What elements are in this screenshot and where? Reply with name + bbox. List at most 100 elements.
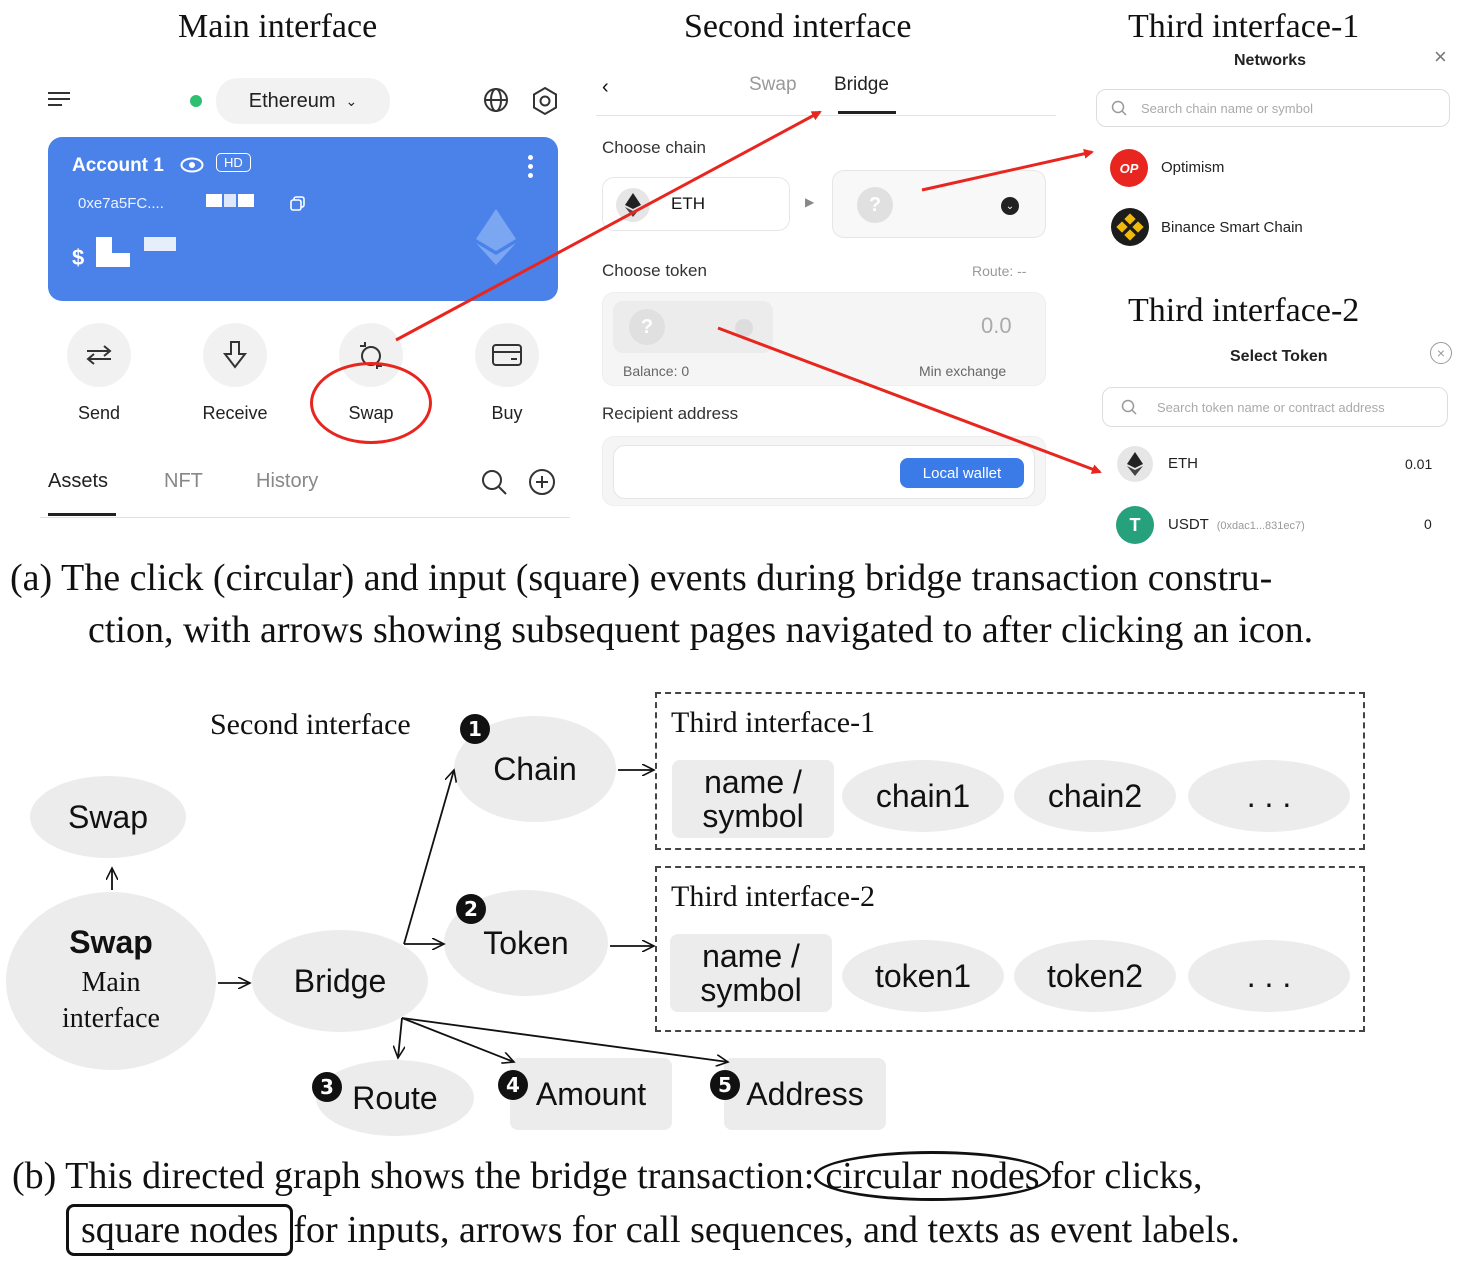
settings-icon[interactable] xyxy=(530,86,560,116)
back-icon[interactable]: ‹ xyxy=(602,76,609,98)
chevron-down-icon: ⌄ xyxy=(345,92,358,109)
account-card[interactable]: Account 1 HD 0xe7a5FC.... $ xyxy=(48,137,558,301)
node-token2: token2 xyxy=(1014,940,1176,1012)
token-selector[interactable]: ? xyxy=(613,301,773,353)
tab-swap[interactable]: Swap xyxy=(749,74,797,95)
third-interface-2-box: Third interface-2 xyxy=(655,866,1365,1032)
caption-a-line2: ction, with arrows showing subsequent pa… xyxy=(88,609,1314,651)
token-usdt-balance: 0 xyxy=(1424,516,1432,532)
caption-b-square-nodes: square nodes xyxy=(66,1204,294,1256)
receive-button[interactable] xyxy=(203,323,267,387)
card-icon xyxy=(492,344,522,366)
balance-label: Balance: 0 xyxy=(623,363,690,379)
edge-bridge-to-chain xyxy=(403,770,454,945)
to-chain-selector[interactable]: ? ⌄ xyxy=(832,170,1046,238)
ethereum-watermark-icon xyxy=(476,209,516,265)
close-icon[interactable]: × xyxy=(1430,342,1452,364)
choose-chain-label: Choose chain xyxy=(602,138,706,157)
token-item-usdt[interactable]: USDT (0xdac1...831ec7) xyxy=(1168,516,1305,533)
node-token1: token1 xyxy=(842,940,1004,1012)
click-highlight-circle xyxy=(310,362,432,444)
receive-label: Receive xyxy=(202,403,268,423)
edge-bridge-to-address xyxy=(401,1017,728,1062)
third-interface-1-box-title: Third interface-1 xyxy=(671,706,876,739)
badge-2: 2 xyxy=(456,894,486,924)
buy-button[interactable] xyxy=(475,323,539,387)
third-interface-2-title: Third interface-2 xyxy=(1128,292,1360,329)
buy-label: Buy xyxy=(491,403,523,423)
active-tab-indicator xyxy=(48,513,116,516)
usdt-icon: T xyxy=(1116,506,1154,544)
binance-icon xyxy=(1111,208,1149,246)
min-exchange-label: Min exchange xyxy=(919,363,1007,379)
chain-item-optimism[interactable]: Optimism xyxy=(1161,159,1225,176)
search-icon xyxy=(1111,100,1127,116)
navigation-arrows xyxy=(395,110,1102,474)
node-swap-main: Swap Main interface xyxy=(6,892,216,1070)
close-icon[interactable]: × xyxy=(1434,44,1447,69)
node-bridge: Bridge xyxy=(252,930,428,1032)
usdt-contract: (0xdac1...831ec7) xyxy=(1216,520,1305,532)
route-label: Route: -- xyxy=(972,263,1027,279)
redacted-balance xyxy=(144,237,176,251)
recipient-address-input[interactable]: Local wallet xyxy=(613,445,1035,499)
amount-input[interactable]: 0.0 xyxy=(981,313,1012,338)
arrow-swap-to-bridge xyxy=(395,110,822,342)
tab-history[interactable]: History xyxy=(256,470,319,492)
redacted-block xyxy=(238,194,254,207)
add-icon[interactable] xyxy=(528,468,556,496)
search-icon xyxy=(1121,399,1137,415)
node-address: Address xyxy=(724,1058,886,1130)
hd-badge: HD xyxy=(216,153,251,172)
unknown-chain-icon: ? xyxy=(857,187,893,223)
node-route: Route xyxy=(316,1060,474,1136)
send-button[interactable] xyxy=(67,323,131,387)
chain-search-input[interactable]: Search chain name or symbol xyxy=(1096,89,1450,127)
menu-icon[interactable] xyxy=(48,88,70,110)
badge-5: 5 xyxy=(710,1070,740,1100)
send-label: Send xyxy=(77,403,121,423)
chevron-down-icon xyxy=(735,319,753,337)
tab-divider xyxy=(596,115,1056,116)
chevron-down-icon: ⌄ xyxy=(1001,197,1019,215)
copy-icon[interactable] xyxy=(290,196,306,212)
node-token-name-symbol-input: name / symbol xyxy=(670,934,832,1012)
tab-assets[interactable]: Assets xyxy=(48,470,109,492)
eye-icon[interactable] xyxy=(180,157,204,173)
recipient-address-box: Local wallet xyxy=(602,436,1046,506)
search-icon[interactable] xyxy=(480,468,508,496)
node-chain1: chain1 xyxy=(842,760,1004,832)
caption-b-prefix: (b) This directed graph shows the bridge… xyxy=(12,1155,815,1197)
third-interface-1-title: Third interface-1 xyxy=(1128,8,1360,45)
chain-search-placeholder: Search chain name or symbol xyxy=(1141,100,1313,116)
badge-1: 1 xyxy=(460,714,490,744)
edge-bridge-to-route xyxy=(398,1017,402,1058)
main-interface-title: Main interface xyxy=(178,8,378,45)
local-wallet-button[interactable]: Local wallet xyxy=(900,458,1024,488)
node-token-more: . . . xyxy=(1188,940,1350,1012)
tab-nft[interactable]: NFT xyxy=(164,470,203,492)
ethereum-icon xyxy=(1117,446,1153,482)
more-options-icon[interactable] xyxy=(528,155,534,178)
badge-4: 4 xyxy=(498,1070,528,1100)
networks-header: Networks xyxy=(1234,52,1307,69)
from-chain-selector[interactable]: ETH xyxy=(602,177,790,231)
third-interface-1-box: Third interface-1 xyxy=(655,692,1365,850)
account-address: 0xe7a5FC.... xyxy=(78,195,164,212)
caption-b-line1: (b) This directed graph shows the bridge… xyxy=(12,1150,1203,1202)
third-interface-2-box-title: Third interface-2 xyxy=(671,880,876,913)
recipient-address-label: Recipient address xyxy=(602,404,739,423)
redacted-block xyxy=(206,194,222,207)
network-selector[interactable]: Ethereum ⌄ xyxy=(216,78,390,124)
balance-prefix: $ xyxy=(72,245,85,270)
token-search-input[interactable]: Search token name or contract address xyxy=(1102,387,1448,427)
redacted-balance-notch xyxy=(112,237,130,253)
token-item-eth[interactable]: ETH xyxy=(1168,455,1198,472)
edge-bridge-to-amount xyxy=(401,1017,514,1062)
tab-bridge[interactable]: Bridge xyxy=(834,74,889,95)
from-chain-name: ETH xyxy=(671,194,705,213)
choose-token-label: Choose token xyxy=(602,261,707,280)
globe-icon[interactable] xyxy=(482,86,512,116)
node-chain2: chain2 xyxy=(1014,760,1176,832)
chain-item-bsc[interactable]: Binance Smart Chain xyxy=(1161,219,1303,236)
